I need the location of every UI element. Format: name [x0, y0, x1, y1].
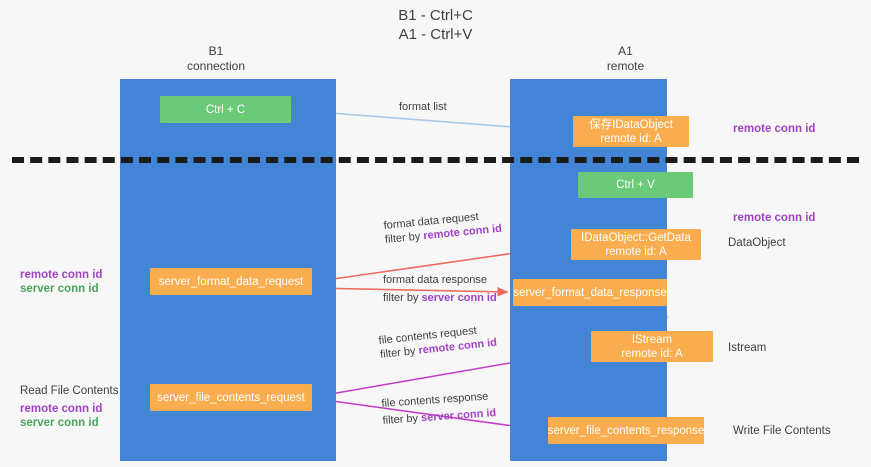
node-server-format-data-response[interactable]: server_format_data_response	[513, 279, 667, 306]
node-server-format-data-request-label: server_format_data_request	[158, 275, 304, 288]
edge-label-format-list: format list	[399, 101, 447, 113]
annotation-remote-conn-id-mid: remote conn id	[733, 212, 816, 224]
edge-file-contents-response	[317, 398, 544, 434]
node-server-file-contents-response[interactable]: server_file_contents_response	[548, 417, 704, 444]
node-server-file-contents-request-label: server_file_contents_request	[157, 391, 305, 404]
annotation-group-left-format: remote conn id server conn id	[20, 268, 116, 296]
annotation-write-file-contents: Write File Contents	[733, 425, 831, 437]
edge-label-format-data-response: format data response filter by server co…	[383, 273, 497, 305]
column-header-b1: B1 connection	[146, 44, 286, 74]
column-header-b1-name: B1	[208, 44, 224, 58]
node-getdata-sub: remote id: A	[605, 245, 667, 258]
node-idataobject[interactable]: 保存IDataObject remote id: A	[573, 116, 689, 147]
node-ctrl-v-label: Ctrl + V	[616, 179, 655, 191]
section-divider	[12, 157, 859, 163]
node-ctrl-v[interactable]: Ctrl + V	[578, 172, 693, 198]
node-istream-label: IStream	[631, 333, 673, 346]
edge-label-format-data-response-filter-key: server conn id	[421, 292, 497, 304]
node-server-format-data-request[interactable]: server_format_data_request	[150, 268, 312, 295]
node-istream[interactable]: IStream remote id: A	[591, 331, 713, 362]
edge-label-file-contents-request-filter-prefix: filter by	[379, 344, 420, 361]
node-server-file-contents-response-label: server_file_contents_response	[547, 424, 705, 437]
annotation-group-left-file-contents: Read File Contents remote conn id server…	[20, 384, 124, 430]
annotation-remote-conn-id-top: remote conn id	[733, 123, 816, 135]
column-header-a1: A1 remote	[548, 44, 703, 74]
column-header-a1-role: remote	[606, 59, 645, 73]
node-server-file-contents-request[interactable]: server_file_contents_request	[150, 384, 312, 411]
node-ctrl-c-label: Ctrl + C	[205, 103, 246, 116]
node-ctrl-c[interactable]: Ctrl + C	[160, 96, 291, 123]
node-istream-sub: remote id: A	[621, 347, 683, 360]
annotation-istream: Istream	[728, 342, 767, 354]
node-getdata-label: IDataObject::GetData	[581, 231, 691, 244]
node-idataobject-sub: remote id: A	[600, 132, 662, 145]
annotation-left-server-conn-id-1: server conn id	[20, 283, 99, 295]
edge-label-format-data-response-filter-prefix: filter by	[383, 292, 422, 304]
column-header-b1-role: connection	[186, 59, 246, 73]
page-title: B1 - Ctrl+C A1 - Ctrl+V	[398, 7, 473, 43]
annotation-left-remote-conn-id-1: remote conn id	[20, 269, 103, 281]
edge-label-format-data-request-filter-prefix: filter by	[384, 230, 424, 246]
node-idataobject-getdata[interactable]: IDataObject::GetData remote id: A	[571, 229, 701, 260]
node-idataobject-label: 保存IDataObject	[589, 118, 673, 131]
annotation-left-server-conn-id-2: server conn id	[20, 417, 99, 429]
annotation-read-file-contents: Read File Contents	[20, 385, 119, 397]
annotation-dataobject: DataObject	[728, 237, 786, 249]
annotation-left-remote-conn-id-2: remote conn id	[20, 403, 103, 415]
column-header-a1-name: A1	[618, 44, 633, 58]
edge-format-data-response	[311, 287, 509, 297]
edge-label-file-contents-response-filter-prefix: filter by	[382, 412, 422, 427]
node-server-format-data-response-label: server_format_data_response	[513, 286, 667, 299]
edge-label-format-data-response-title: format data response	[383, 274, 487, 286]
